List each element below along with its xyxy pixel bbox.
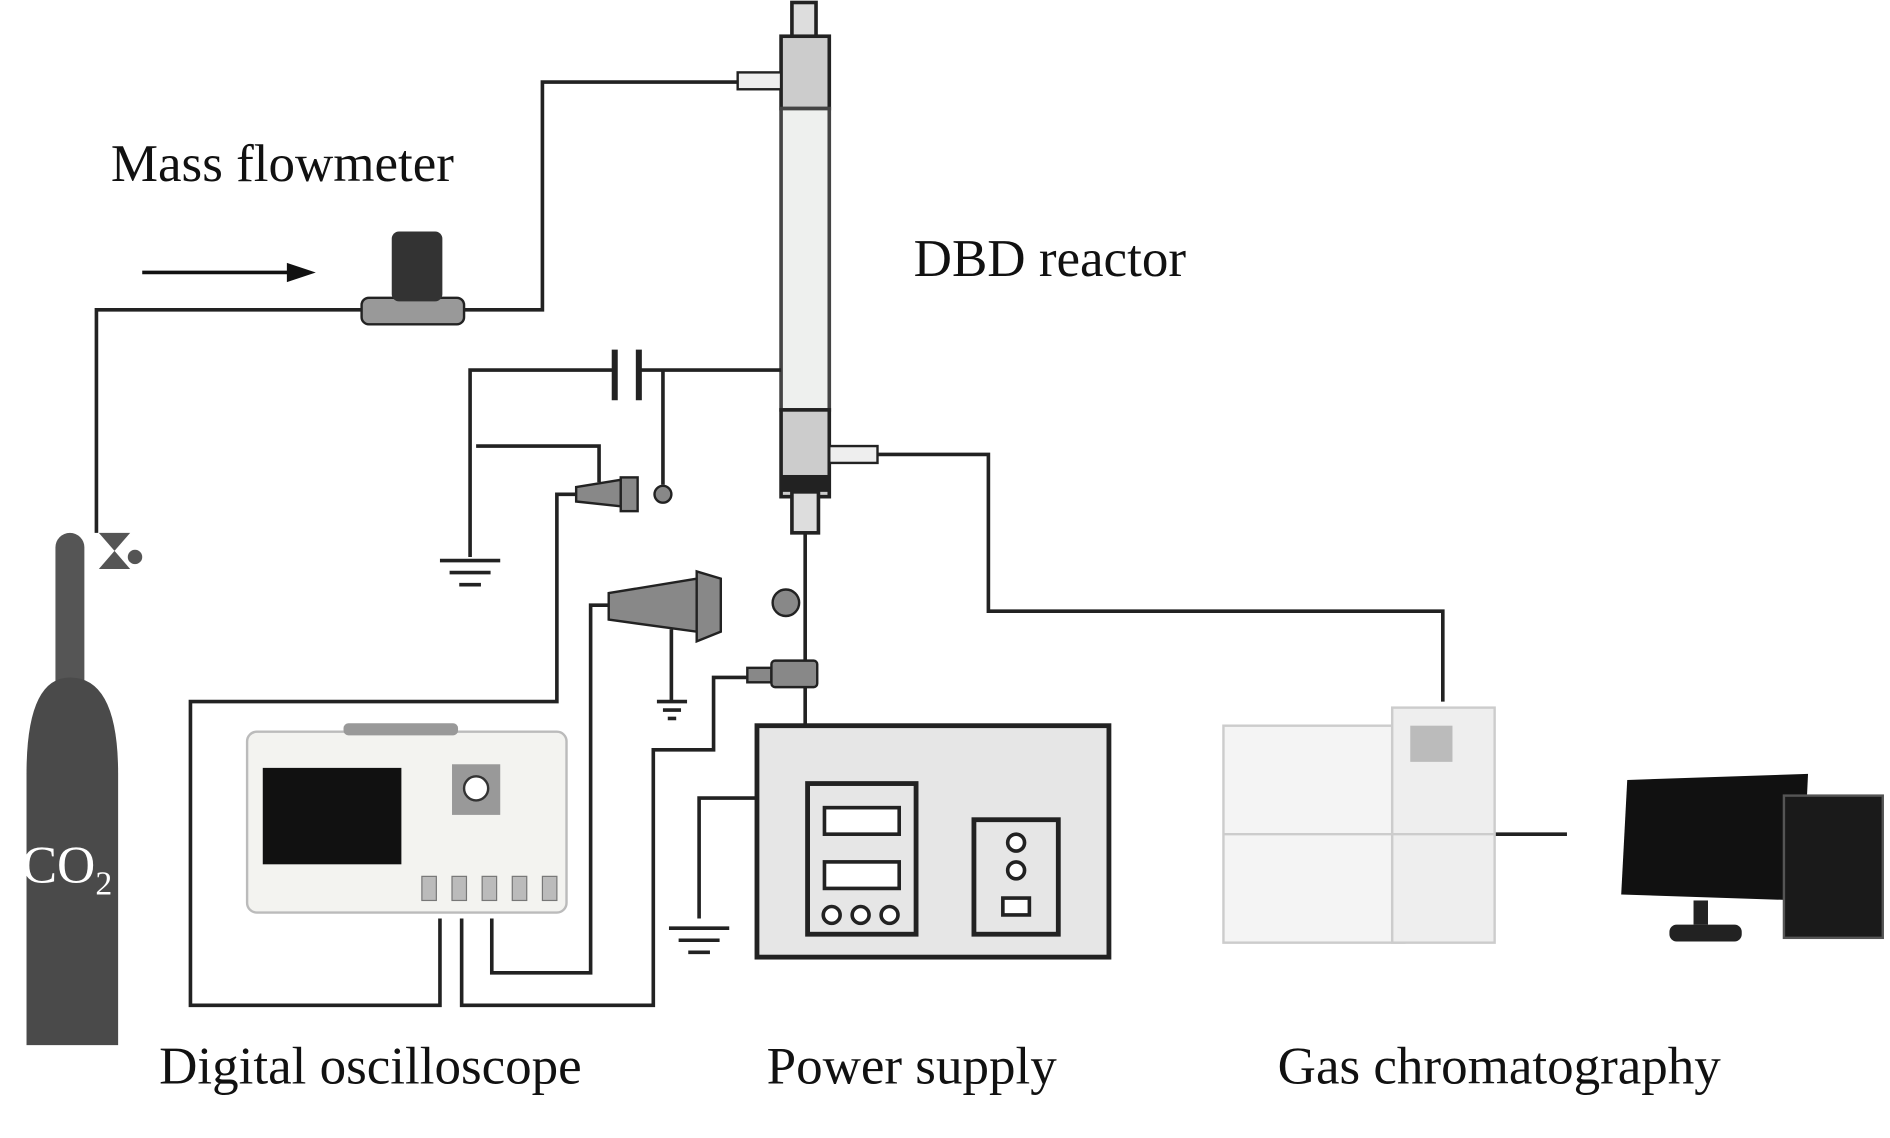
mass-flowmeter	[360, 231, 466, 326]
voltage-probes	[574, 476, 819, 689]
digital-oscilloscope-label: Digital oscilloscope	[159, 1038, 582, 1096]
gas-lines	[94, 80, 1567, 836]
dbd-reactor	[736, 0, 879, 535]
flow-arrow	[142, 262, 316, 283]
computer	[1621, 773, 1884, 942]
electrical-wiring	[188, 349, 807, 1008]
dbd-reactor-label: DBD reactor	[914, 230, 1187, 288]
mass-flowmeter-label: Mass flowmeter	[111, 135, 454, 193]
co2-cylinder	[26, 532, 143, 1046]
digital-oscilloscope	[245, 723, 568, 914]
gas-chromatograph	[1222, 706, 1496, 944]
power-supply	[754, 723, 1112, 960]
ground-symbols	[439, 558, 730, 955]
co2-label: CO2	[22, 836, 113, 902]
power-supply-label: Power supply	[767, 1038, 1058, 1096]
gas-chromatography-label: Gas chromatography	[1278, 1038, 1722, 1096]
